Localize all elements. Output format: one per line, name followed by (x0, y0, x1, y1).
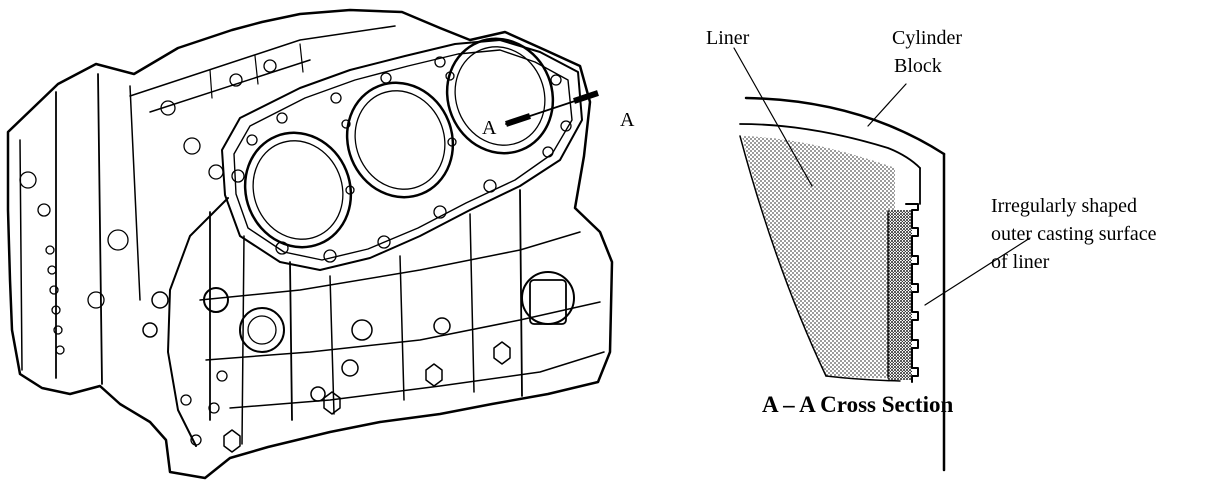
cross-section-caption: A – A Cross Section (762, 392, 953, 417)
liner-label: Liner (706, 27, 750, 49)
surface-label-line2: outer casting surface (991, 223, 1157, 245)
section-marker-bottom: A (482, 117, 497, 139)
surface-leader (924, 237, 1031, 306)
bearing-bores (142, 271, 575, 402)
bottom-bolts (223, 341, 511, 453)
liner-outer-edge (905, 203, 919, 383)
cylinder-block-label-line1: Cylinder (892, 27, 962, 49)
surface-label-line1: Irregularly shaped (991, 195, 1137, 217)
surface-label-line3: of liner (991, 251, 1050, 273)
engine-block-illustration (6, 8, 614, 480)
cylinder-bores (243, 37, 555, 249)
liner-leader (733, 47, 813, 187)
section-marker-top: A (620, 109, 635, 131)
cross-section-diagram (739, 96, 946, 472)
cylinder-block-label-line2: Block (894, 55, 942, 77)
left-face-holes (19, 171, 129, 355)
cylinder-block-leader (867, 83, 907, 127)
deck-bolt-holes (231, 56, 572, 263)
section-cut-line (505, 90, 599, 127)
